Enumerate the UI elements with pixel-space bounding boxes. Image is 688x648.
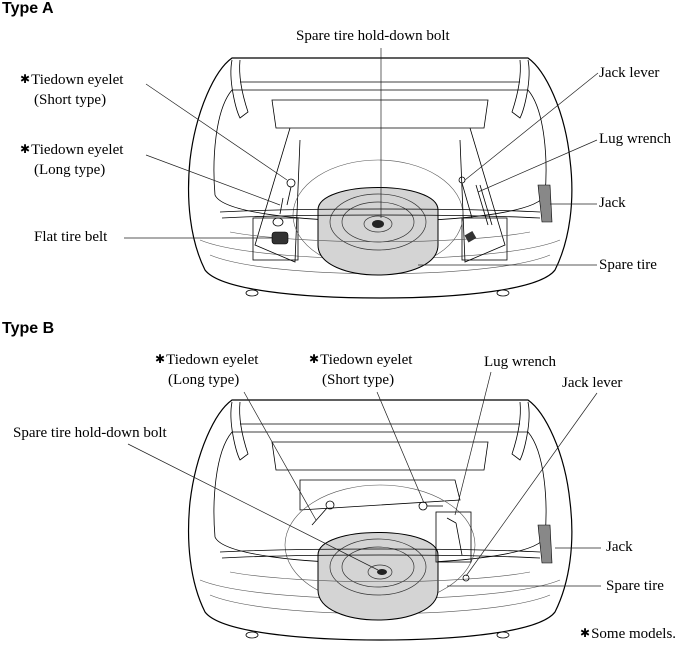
label-b-jack: Jack (606, 539, 633, 555)
label-a-lug-wrench: Lug wrench (599, 131, 672, 147)
asterisk-icon: ✱ (580, 626, 591, 640)
footnote-text: Some models. (591, 626, 677, 642)
label-a-tiedown-eyelet-short: ✱Tiedown eyelet (Short type) (20, 70, 123, 110)
asterisk-icon: ✱ (20, 142, 31, 156)
label-b-jack-lever: Jack lever (562, 375, 623, 391)
label-a-eyelet-short-line2: (Short type) (34, 92, 107, 108)
label-b-eyelet-short-line2: (Short type) (322, 372, 395, 388)
label-a-eyelet-short-line1: Tiedown eyelet (31, 72, 124, 88)
label-a-eyelet-long-line1: Tiedown eyelet (31, 142, 124, 158)
type-a-title: Type A (2, 0, 54, 17)
label-b-spare-tire: Spare tire (606, 578, 664, 594)
label-b-eyelet-long-line1: Tiedown eyelet (166, 352, 259, 368)
type-b-car-drawing (187, 399, 573, 641)
label-b-tiedown-eyelet-long: ✱Tiedown eyelet (Long type) (155, 350, 258, 390)
label-b-eyelet-short-line1: Tiedown eyelet (320, 352, 413, 368)
asterisk-icon: ✱ (155, 352, 166, 366)
label-b-lug-wrench: Lug wrench (484, 354, 557, 370)
type-b-title: Type B (2, 320, 55, 337)
type-a-leader-lines (124, 48, 599, 266)
label-b-hold-down-bolt: Spare tire hold-down bolt (13, 425, 167, 441)
label-a-tiedown-eyelet-long: ✱Tiedown eyelet (Long type) (20, 140, 123, 180)
label-a-flat-tire-belt: Flat tire belt (34, 229, 108, 245)
label-b-eyelet-long-line2: (Long type) (168, 372, 240, 388)
type-b-leader-lines (127, 371, 601, 587)
label-a-spare-tire: Spare tire (599, 257, 657, 273)
asterisk-icon: ✱ (20, 72, 31, 86)
label-a-eyelet-long-line2: (Long type) (34, 162, 106, 178)
type-a-car-drawing (187, 57, 573, 299)
label-a-jack: Jack (599, 195, 626, 211)
asterisk-icon: ✱ (309, 352, 320, 366)
label-a-jack-lever: Jack lever (599, 65, 660, 81)
label-b-tiedown-eyelet-short: ✱Tiedown eyelet (Short type) (309, 350, 412, 390)
label-a-hold-down-bolt: Spare tire hold-down bolt (296, 28, 450, 44)
footnote: ✱Some models. (580, 624, 676, 644)
